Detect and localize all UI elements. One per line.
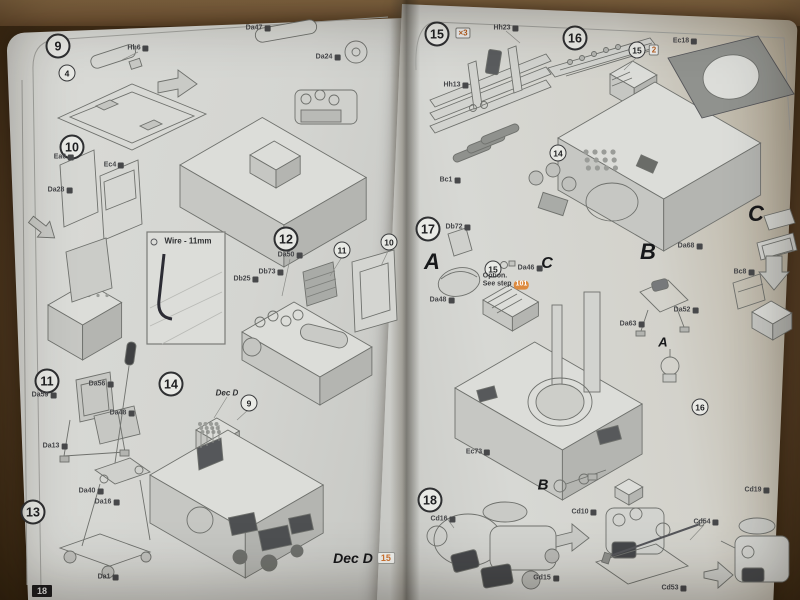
hole-dot [593,157,599,163]
leader-lines [121,30,705,541]
hole-dot [603,165,610,171]
iso-part-face [663,142,762,252]
arrow-right-icon [157,69,198,98]
hole-dot [594,165,601,171]
hole-dot [214,422,219,426]
step10-drawing [59,149,143,303]
wire-glyph [157,253,173,321]
step14-drawing [186,425,314,572]
flow-arrows [27,69,790,589]
hole-dot [210,426,215,430]
step17-drawing [437,208,798,446]
iso-part-face [275,155,301,189]
arrow-right-icon [555,523,590,552]
step18-drawing [426,469,790,590]
iso-part-face [628,486,644,506]
wire-gauge-icon [150,238,158,246]
iso-part-face [772,312,793,341]
hole-dot [209,422,213,426]
iso-part-face [82,301,123,361]
hole-dot [602,157,608,163]
hole-dot [96,293,100,298]
hole-dot [611,157,617,163]
hole-dot [610,149,616,155]
hole-dot [203,422,208,426]
hole-dot [198,422,202,426]
step13-lever-drawing [58,341,152,579]
hole-dot [105,293,109,298]
arrow-right-icon [27,215,56,239]
hole-dot [585,165,592,171]
step16-drawing [528,35,795,222]
arrow-down-icon [758,255,790,291]
iso-part-face [561,403,643,501]
iso-part-face [319,346,373,406]
hole-dot [199,426,204,430]
hole-dot [584,157,590,163]
hole-dot [583,149,589,155]
arrow-right-icon [703,561,734,589]
step12-drawing [146,231,398,357]
hole-dot [592,149,598,155]
hole-dot [205,430,210,434]
hole-dot [601,149,607,155]
hole-dot [204,426,209,430]
iso-part-face [283,176,367,268]
iso-part-face [511,301,539,332]
hole-dot [612,165,619,171]
step11-seat-drawing [59,371,141,463]
step9-drawing [56,19,368,151]
